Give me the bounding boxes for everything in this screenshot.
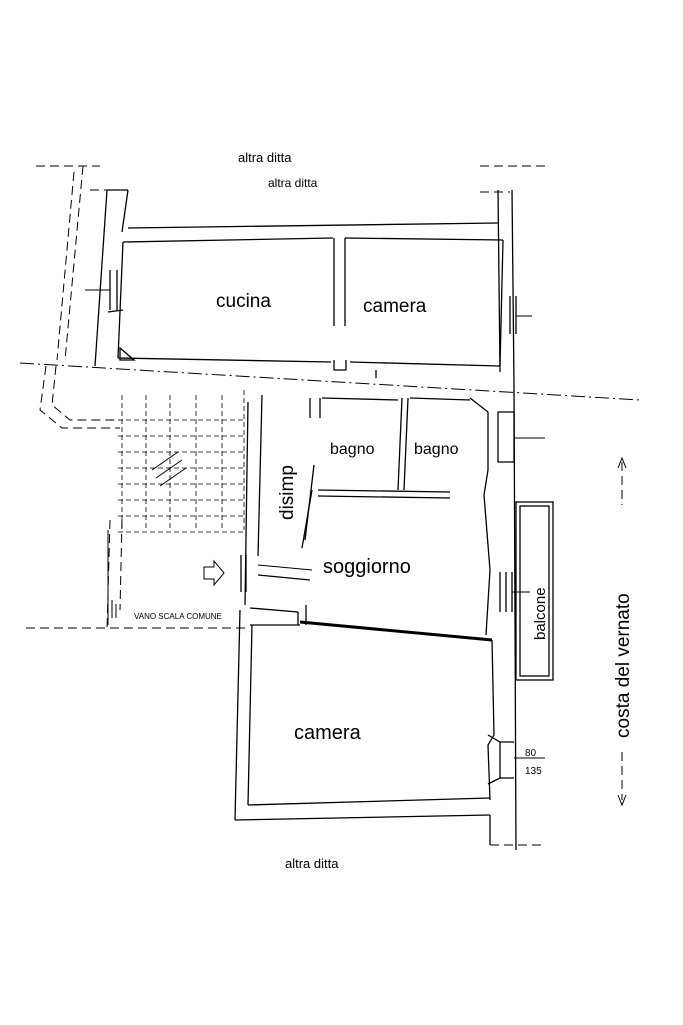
upper-walls (85, 189, 532, 386)
neighbor-bottom-label: altra ditta (285, 856, 339, 871)
window-width-label: 80 (525, 748, 537, 759)
stairwell-label: VANO SCALA COMUNE (134, 612, 222, 621)
bathroom-label-2: bagno (414, 441, 459, 458)
neighbor-top-label-1: altra ditta (238, 150, 292, 165)
window-height-label: 135 (525, 766, 542, 777)
bathroom-label-1: bagno (330, 441, 375, 458)
street-label: costa del vernato (613, 593, 634, 738)
balcony-label: balcone (532, 587, 549, 640)
stairwell (107, 390, 245, 625)
entrance-arrow-icon (203, 559, 225, 587)
middle-walls (240, 384, 545, 851)
bedroom-top-label: camera (363, 296, 427, 317)
bedroom-bottom-label: camera (294, 722, 362, 744)
living-room-label: soggiorno (323, 556, 411, 578)
boundary-lines (19, 165, 641, 846)
lower-walls (234, 609, 545, 845)
hallway-label: disimp (277, 465, 298, 520)
double-arrow-icon (617, 456, 627, 807)
neighbor-top-label-2: altra ditta (268, 176, 318, 190)
balcony (515, 501, 554, 681)
kitchen-label: cucina (216, 291, 271, 312)
